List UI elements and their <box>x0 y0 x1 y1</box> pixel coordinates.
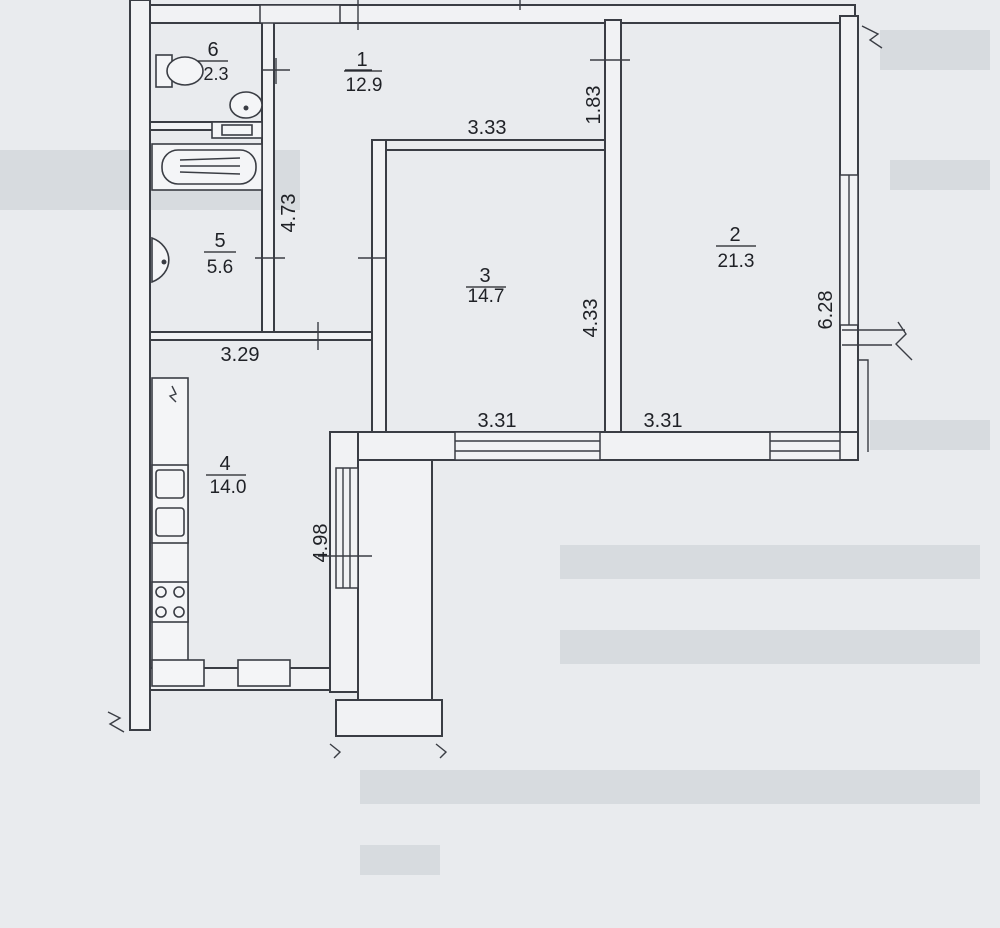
radiator-icon <box>151 659 205 687</box>
window-room3 <box>454 431 601 461</box>
room-5-area: 5.6 <box>207 257 233 278</box>
room-3-number: 3 <box>479 265 490 287</box>
dim-room2-width: 3.31 <box>644 410 683 432</box>
dimension-ticks <box>107 0 913 759</box>
dim-kitchen-width: 3.29 <box>221 344 260 366</box>
room-4-number: 4 <box>219 453 230 475</box>
partition-bath-kitchen <box>149 331 373 341</box>
dim-room3-width: 3.31 <box>478 410 517 432</box>
room-3-area: 14.7 <box>468 286 505 307</box>
bathtub-icon <box>151 143 263 191</box>
radiator-icon-2 <box>237 659 291 687</box>
break-line-west <box>107 711 125 733</box>
room-6-number: 6 <box>207 39 218 61</box>
dim-room2-depth: 6.28 <box>815 291 837 330</box>
dim-room3-depth: 4.33 <box>580 299 602 338</box>
fixtures <box>151 54 291 687</box>
window-corridor-top <box>259 4 341 24</box>
dimension-labels: 3.33 1.83 4.73 3.29 4.33 3.31 3.31 6.28 … <box>221 86 837 563</box>
dim-corridor-width: 3.33 <box>468 117 507 139</box>
room-6-area: 2.3 <box>203 64 228 84</box>
dim-closet-depth: 1.83 <box>583 86 605 125</box>
north-wall <box>149 4 856 24</box>
room-1-area: 12.9 <box>346 75 383 96</box>
room-4-area: 14.0 <box>210 477 247 498</box>
room-2-number: 2 <box>729 224 740 246</box>
washing-machine-icon <box>211 121 263 139</box>
break-line-south-2 <box>435 743 448 759</box>
sink-icon <box>229 91 263 119</box>
kitchen-counter <box>151 377 291 687</box>
toilet-icon <box>155 54 204 88</box>
outer-step-right <box>858 359 869 452</box>
room-5-number: 5 <box>214 230 225 252</box>
windows <box>259 4 859 589</box>
loggia-base <box>335 699 443 737</box>
partition-room2-room3 <box>604 19 622 433</box>
west-exterior-wall <box>129 0 151 731</box>
break-line-north <box>861 25 883 49</box>
loggia-wall <box>357 459 433 701</box>
room-2-area: 21.3 <box>718 251 755 272</box>
window-kitchen <box>335 467 359 589</box>
break-line-east <box>895 321 913 361</box>
room-1-number: 1 <box>356 49 367 71</box>
dim-corridor-length: 4.73 <box>278 194 300 233</box>
break-line-south <box>329 743 342 759</box>
dim-loggia-length: 4.98 <box>310 524 332 563</box>
washbasin-icon <box>151 236 170 284</box>
partition-corridor-bath <box>261 19 275 333</box>
room-labels: 6 2.3 1 12.9 2 21.3 3 14.7 4 14.0 5 5.6 <box>198 39 756 498</box>
window-room2 <box>769 431 841 461</box>
partition-room3-corridor <box>371 139 387 433</box>
